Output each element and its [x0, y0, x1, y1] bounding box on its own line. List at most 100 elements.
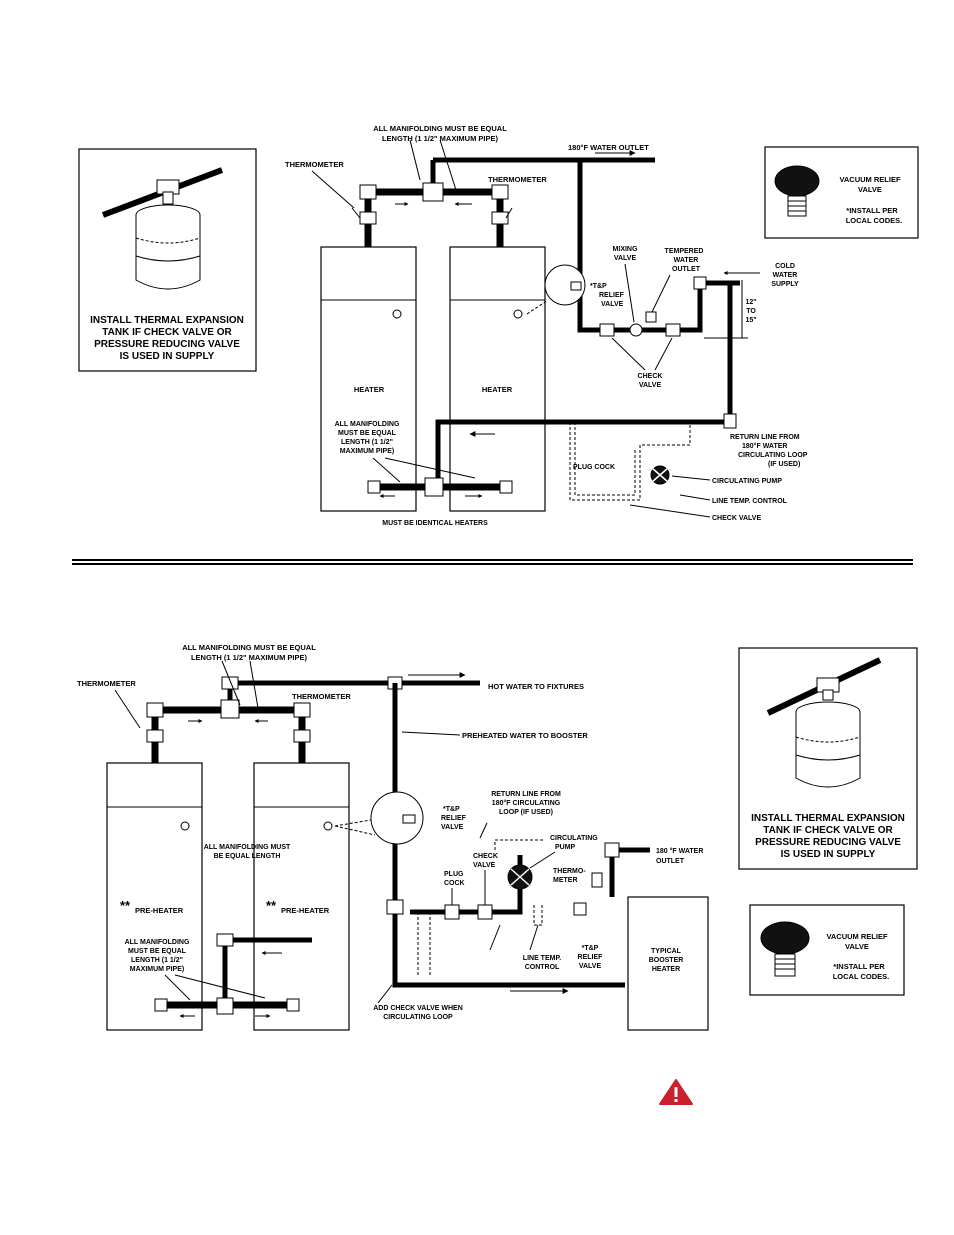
top-tempered-outlet-2: WATER — [674, 257, 699, 264]
bottom-vacuum-line-2: VALVE — [845, 942, 869, 951]
top-identical-heaters: MUST BE IDENTICAL HEATERS — [382, 520, 488, 527]
bottom-manifold-equal-2: BE EQUAL LENGTH — [214, 853, 281, 860]
bottom-outlet-2: OUTLET — [656, 858, 685, 865]
bottom-booster-2: BOOSTER — [649, 957, 684, 964]
bottom-check-valve-1: CHECK — [473, 853, 498, 860]
top-vacuum-line-3: *INSTALL PER — [846, 206, 898, 215]
top-expansion-line-2: TANK IF CHECK VALVE OR — [102, 327, 232, 338]
bottom-line-temp-2: CONTROL — [525, 964, 560, 971]
bottom-vacuum-line-1: VACUUM RELIEF — [826, 932, 888, 941]
top-tp-relief-3: VALVE — [601, 301, 624, 308]
bottom-manifold-bottom-1: ALL MANIFOLDING — [125, 939, 190, 946]
bottom-plug-cock-1: PLUG — [444, 871, 464, 878]
bottom-booster-1: TYPICAL — [651, 948, 682, 955]
bottom-expansion-line-2: TANK IF CHECK VALVE OR — [763, 825, 893, 836]
bottom-thermometer-booster-2: METER — [553, 877, 578, 884]
bottom-return-line-2: 180°F CIRCULATING — [492, 799, 561, 807]
top-dimension-3: 15" — [745, 317, 756, 324]
top-tp-relief-1: *T&P — [590, 283, 607, 290]
top-diagram: INSTALL THERMAL EXPANSION TANK IF CHECK … — [78, 124, 919, 527]
top-check-valve-1: CHECK — [638, 373, 663, 380]
bottom-return-line-3: LOOP (IF USED) — [499, 809, 553, 816]
top-heater-right-label: HEATER — [482, 385, 513, 394]
warning-triangle-icon — [659, 1079, 693, 1105]
top-return-line-2: 180°F WATER — [742, 442, 787, 450]
bottom-vacuum-line-4: LOCAL CODES. — [833, 972, 890, 981]
bottom-preheater-right-label: PRE-HEATER — [281, 906, 330, 915]
bottom-manifold-bottom-4: MAXIMUM PIPE) — [130, 966, 184, 973]
top-expansion-tank-box: INSTALL THERMAL EXPANSION TANK IF CHECK … — [78, 148, 257, 372]
top-manifold-bottom-3: LENGTH (1 1/2" — [341, 439, 393, 446]
top-vacuum-line-4: LOCAL CODES. — [846, 216, 903, 225]
bottom-add-check-2: CIRCULATING LOOP — [383, 1014, 453, 1021]
bottom-manifold-bottom-2: MUST BE EQUAL — [128, 948, 187, 955]
bottom-expansion-line-4: IS USED IN SUPPLY — [781, 849, 876, 860]
bottom-expansion-line-3: PRESSURE REDUCING VALVE — [755, 837, 901, 848]
bottom-preheater-left — [106, 762, 203, 1031]
bottom-expansion-line-1: INSTALL THERMAL EXPANSION — [751, 813, 905, 824]
bottom-booster-3: HEATER — [652, 966, 680, 973]
top-manifold-note-1: ALL MANIFOLDING MUST BE EQUAL — [373, 124, 507, 133]
top-cold-supply-3: SUPPLY — [771, 281, 799, 288]
top-cold-supply-1: COLD — [775, 263, 795, 270]
top-mixing-valve-2: VALVE — [614, 255, 637, 262]
top-vacuum-line-2: VALVE — [858, 185, 882, 194]
top-thermometer-right: THERMOMETER — [488, 175, 547, 184]
top-outlet-label: 180°F WATER OUTLET — [568, 143, 649, 152]
top-manifold-bottom-4: MAXIMUM PIPE) — [340, 448, 394, 455]
top-cold-supply-2: WATER — [773, 272, 798, 279]
top-circulating-pump: CIRCULATING PUMP — [712, 478, 782, 485]
top-expansion-line-4: IS USED IN SUPPLY — [120, 351, 215, 362]
bottom-thermometer-left: THERMOMETER — [77, 679, 136, 688]
bottom-line-temp-1: LINE TEMP. — [523, 955, 561, 962]
top-vacuum-line-1: VACUUM RELIEF — [839, 175, 901, 184]
bottom-booster-heater — [627, 896, 709, 1031]
bottom-hot-water: HOT WATER TO FIXTURES — [488, 682, 584, 691]
bottom-tp-relief-2: RELIEF — [441, 815, 467, 822]
bottom-plug-cock-2: COCK — [444, 880, 465, 887]
bottom-circulating-pump-1: CIRCULATING — [550, 835, 598, 842]
top-dimension-1: 12" — [745, 299, 756, 306]
top-manifold-note-2: LENGTH (1 1/2" MAXIMUM PIPE) — [382, 134, 499, 143]
top-dimension-2: TO — [746, 308, 756, 315]
top-tp-relief-2: RELIEF — [599, 292, 625, 299]
bottom-preheater-left-mark: ** — [120, 898, 131, 913]
bottom-preheater-left-label: PRE-HEATER — [135, 906, 184, 915]
bottom-preheater-right — [253, 762, 350, 1031]
top-tempered-outlet-1: TEMPERED — [665, 248, 704, 255]
bottom-circulating-pump-2: PUMP — [555, 844, 576, 851]
top-return-line-3: CIRCULATING LOOP — [738, 452, 808, 459]
top-tempered-outlet-3: OUTLET — [672, 266, 701, 273]
top-check-valve-2: VALVE — [639, 382, 662, 389]
top-heater-right — [449, 246, 546, 512]
bottom-manifold-note-1: ALL MANIFOLDING MUST BE EQUAL — [182, 643, 316, 652]
bottom-preheated: PREHEATED WATER TO BOOSTER — [462, 731, 588, 740]
bottom-thermometer-booster-1: THERMO- — [553, 868, 586, 875]
bottom-thermometer-right: THERMOMETER — [292, 692, 351, 701]
bottom-manifold-bottom-3: LENGTH (1 1/2" — [131, 957, 183, 964]
bottom-preheater-right-mark: ** — [266, 898, 277, 913]
top-heater-left — [320, 246, 417, 512]
bottom-diagram: ** PRE-HEATER ** PRE-HEATER ALL MANIFOLD… — [77, 643, 918, 1031]
top-expansion-line-3: PRESSURE REDUCING VALVE — [94, 339, 240, 350]
bottom-outlet-1: 180 °F WATER — [656, 847, 703, 855]
bottom-add-check-1: ADD CHECK VALVE WHEN — [373, 1005, 463, 1012]
bottom-manifold-note-2: LENGTH (1 1/2" MAXIMUM PIPE) — [191, 653, 308, 662]
bottom-vacuum-line-3: *INSTALL PER — [833, 962, 885, 971]
bottom-expansion-tank-box: INSTALL THERMAL EXPANSION TANK IF CHECK … — [738, 647, 918, 870]
top-thermometer-left: THERMOMETER — [285, 160, 344, 169]
bottom-tp-booster-3: VALVE — [579, 963, 602, 970]
top-return-line-4: (IF USED) — [768, 461, 800, 468]
top-line-temp-control: LINE TEMP. CONTROL — [712, 498, 788, 505]
top-check-valve-bottom: CHECK VALVE — [712, 515, 761, 522]
top-heater-left-label: HEATER — [354, 385, 385, 394]
bottom-tp-relief-3: VALVE — [441, 824, 464, 831]
bottom-vacuum-relief-box: VACUUM RELIEF VALVE *INSTALL PER LOCAL C… — [749, 904, 905, 996]
top-manifold-bottom-1: ALL MANIFOLDING — [335, 421, 400, 428]
top-plug-cock: PLUG COCK — [573, 464, 615, 471]
top-expansion-line-1: INSTALL THERMAL EXPANSION — [90, 315, 244, 326]
bottom-tp-relief-1: *T&P — [443, 806, 460, 813]
top-return-line-1: RETURN LINE FROM — [730, 434, 800, 441]
top-vacuum-relief-box: VACUUM RELIEF VALVE *INSTALL PER LOCAL C… — [764, 146, 919, 239]
